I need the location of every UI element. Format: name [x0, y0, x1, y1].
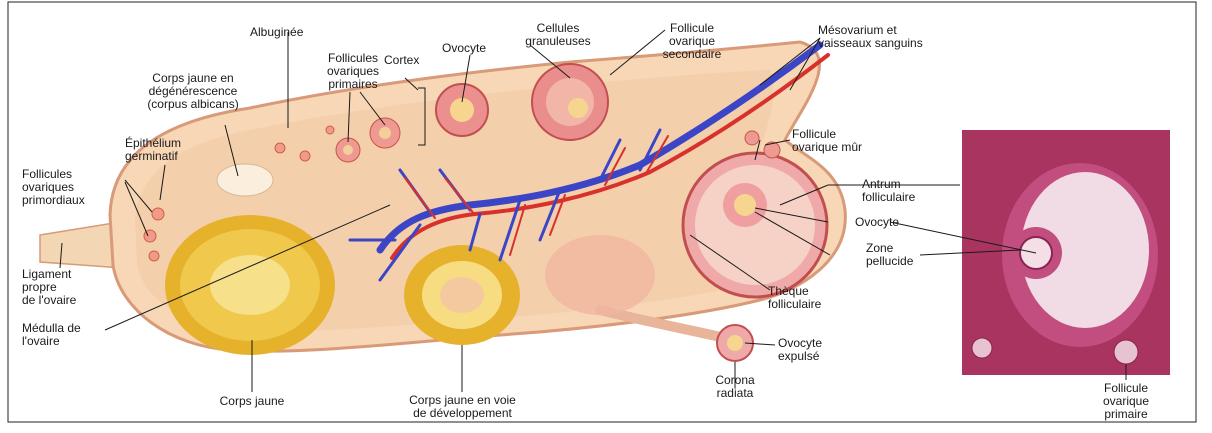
label-medulla: Médulla de l'ovaire: [22, 322, 81, 348]
corpus-albicans: [217, 164, 273, 196]
expelled-ovocyte-core: [727, 335, 743, 351]
histology-primary-follicle: [1114, 340, 1138, 364]
mature-follicle-ovocyte: [734, 194, 756, 216]
label-follicule-primaire-histo: Follicule ovarique primaire: [1090, 382, 1162, 421]
label-cellules-granuleuses: Cellules granuleuses: [518, 22, 598, 48]
label-theque-folliculaire: Thèque folliculaire: [768, 285, 821, 311]
label-corps-jaune-degenerescence: Corps jaune en dégénérescence (corpus al…: [134, 72, 252, 111]
secondary-follicle-ovocyte: [568, 98, 588, 118]
label-corona-radiata: Corona radiata: [702, 374, 768, 400]
label-ovocyte-right: Ovocyte: [855, 216, 899, 229]
label-corps-jaune: Corps jaune: [200, 395, 304, 408]
label-follicules-primaires: Follicules ovariques primaires: [318, 52, 388, 91]
small-follicle-1: [745, 131, 759, 145]
histology-small-follicle: [972, 338, 992, 358]
label-antrum-folliculaire: Antrum folliculaire: [862, 178, 915, 204]
label-follicule-mur: Follicule ovarique mûr: [792, 128, 862, 154]
label-follicules-primordiaux: Follicules ovariques primordiaux: [22, 168, 85, 207]
corpus-luteum-large-core: [210, 255, 290, 315]
label-ovocyte-expulse: Ovocyte expulsé: [778, 337, 822, 363]
corpus-luteum-developing-core: [440, 277, 484, 313]
label-ligament: Ligament propre de l'ovaire: [22, 268, 76, 307]
ruptured-follicle: [545, 235, 655, 315]
label-cortex: Cortex: [384, 54, 419, 67]
label-follicule-secondaire: Follicule ovarique secondaire: [658, 22, 726, 61]
mature-follicle-antrum: [695, 165, 815, 285]
label-albuginee: Albuginée: [250, 26, 303, 39]
label-epithelium-germinatif: Épithélium germinatif: [125, 137, 181, 163]
label-mesovarium: Mésovarium et vaisseaux sanguins: [818, 24, 923, 50]
label-ovocyte-top: Ovocyte: [434, 42, 494, 55]
label-corps-jaune-developpement: Corps jaune en voie de développement: [390, 394, 535, 420]
label-zone-pellucide: Zone pellucide: [866, 242, 913, 268]
